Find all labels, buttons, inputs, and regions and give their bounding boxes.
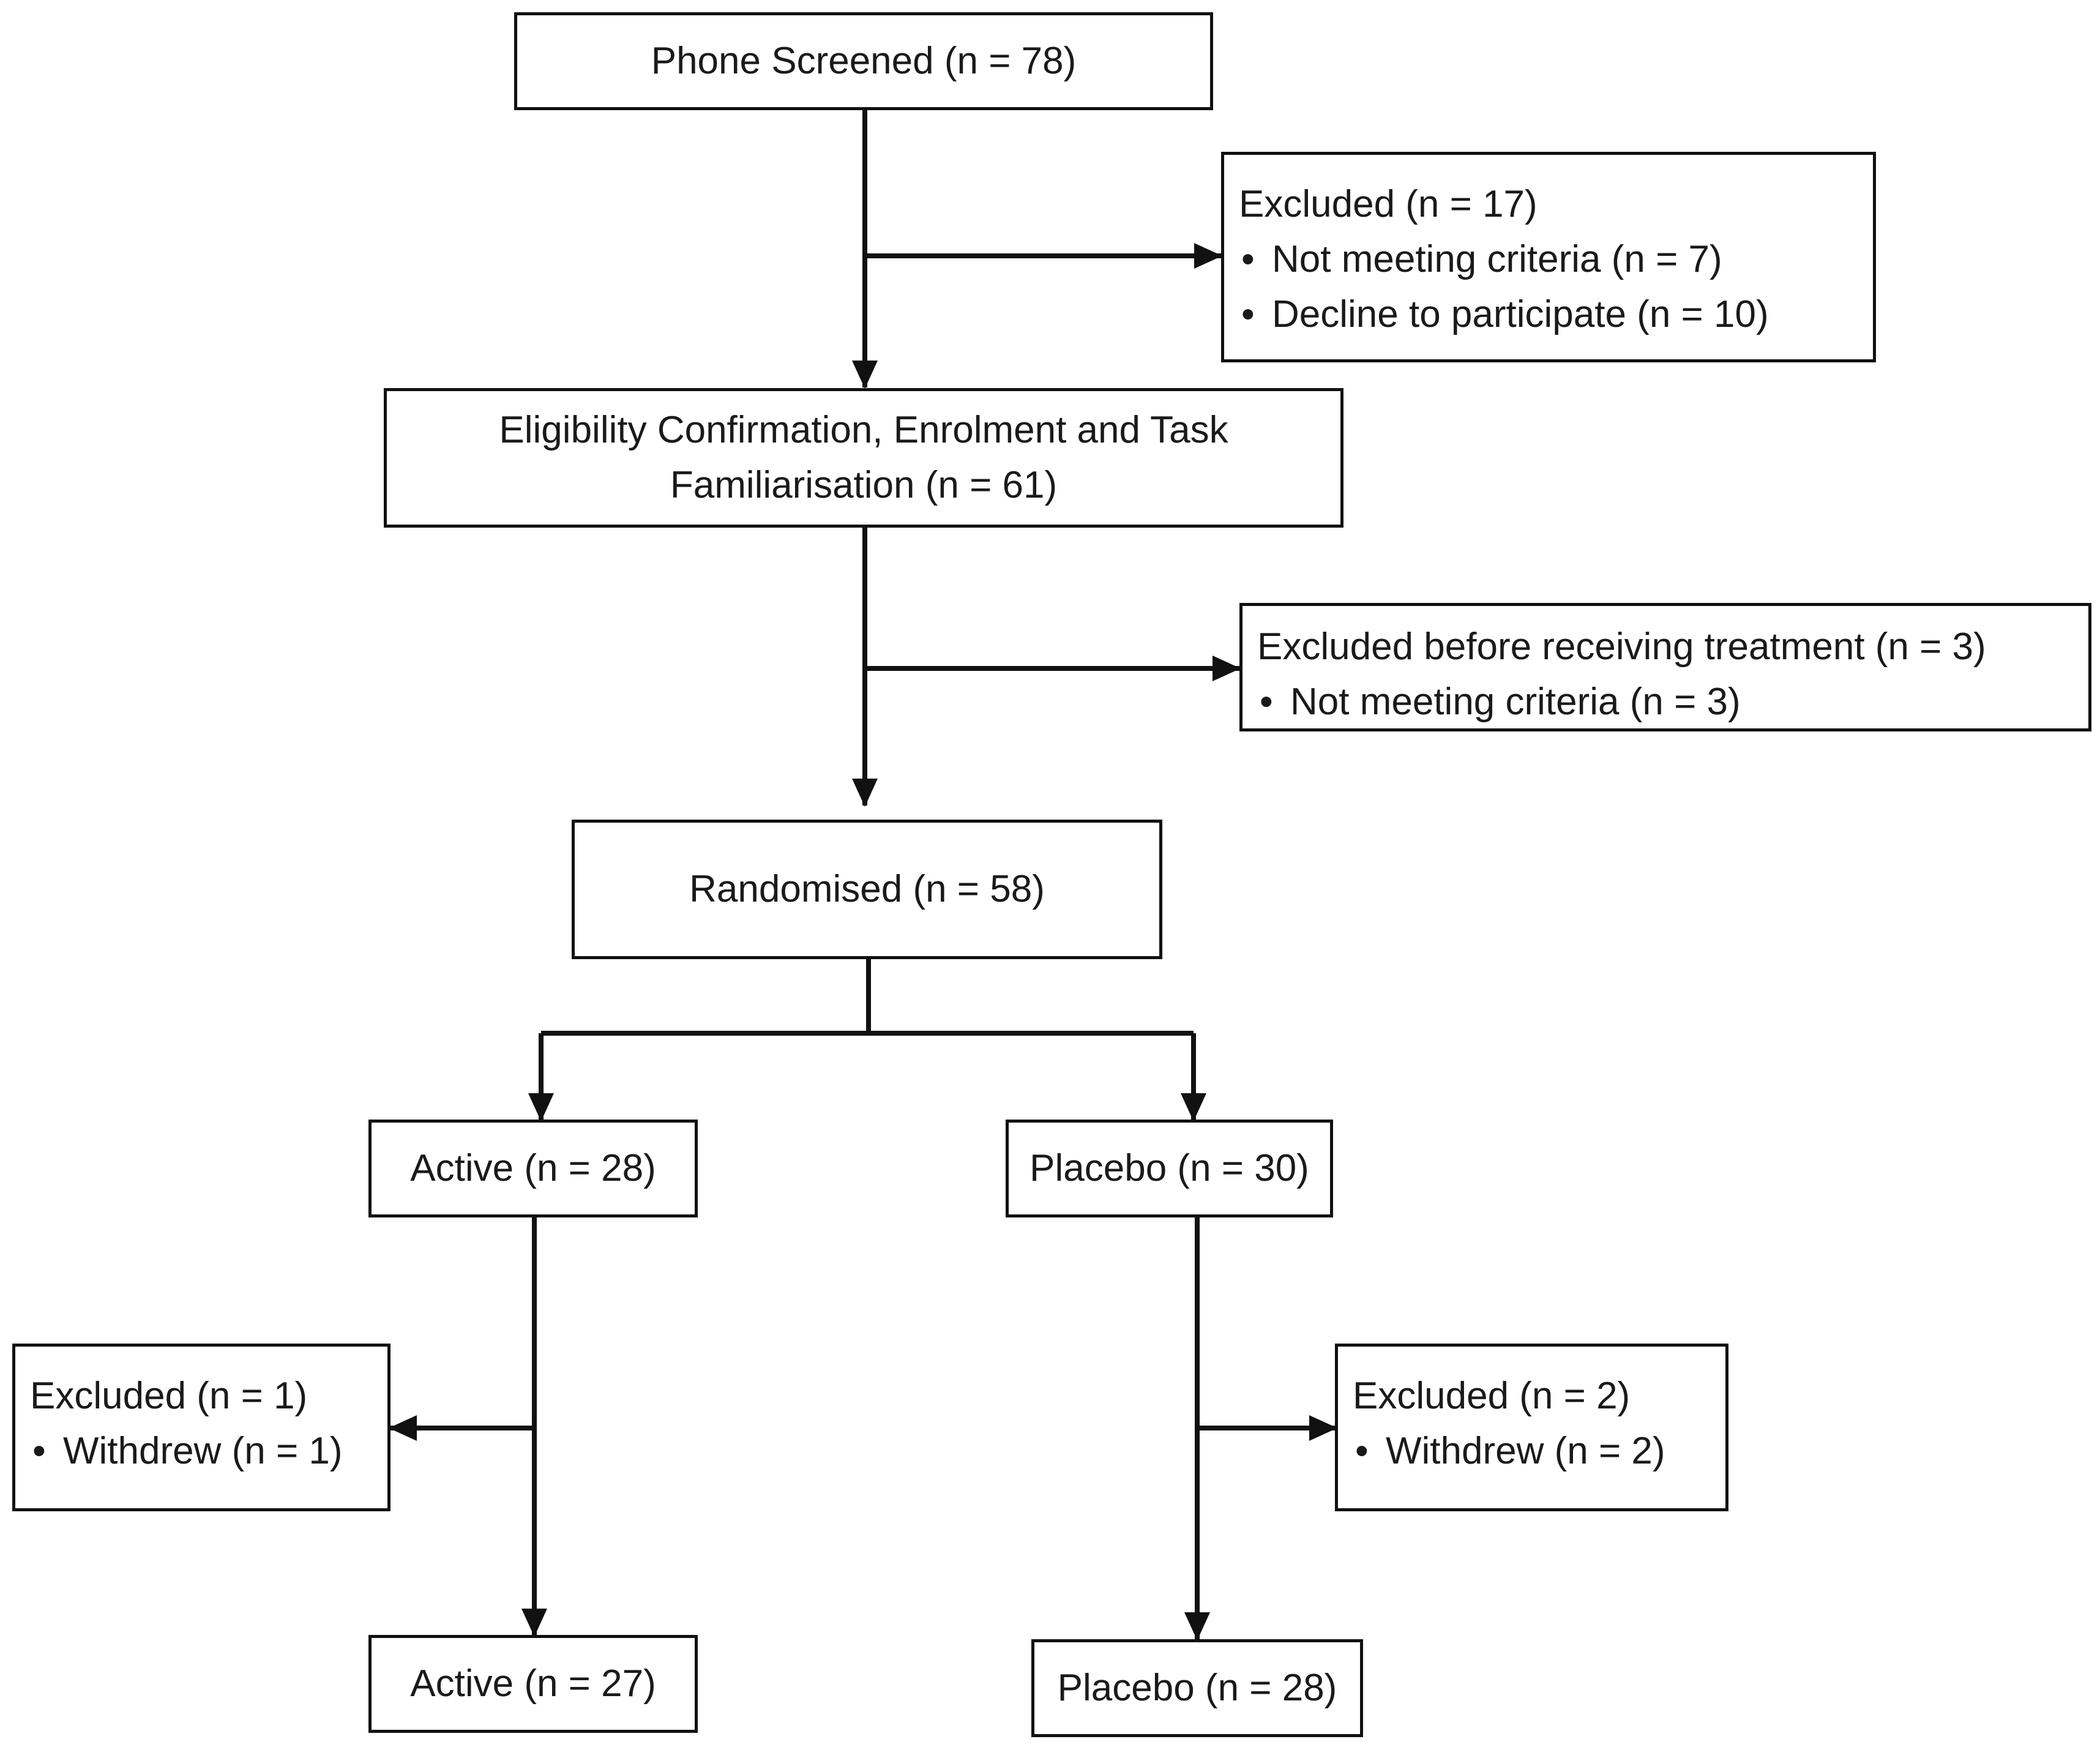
exclusion-reasons: Not meeting criteria (n = 7) Decline to … bbox=[1239, 232, 1873, 342]
node-label: Randomised (n = 58) bbox=[689, 868, 1045, 910]
node-label-line-2: Familiarisation (n = 61) bbox=[670, 464, 1058, 506]
exclusion-reasons: Not meeting criteria (n = 3) bbox=[1257, 675, 2088, 730]
list-item: Not meeting criteria (n = 3) bbox=[1257, 675, 2088, 730]
node-excluded-17: Excluded (n = 17) Not meeting criteria (… bbox=[1221, 152, 1876, 362]
node-eligibility-enrolment: Eligibility Confirmation, Enrolment and … bbox=[384, 388, 1343, 528]
node-label: Placebo (n = 28) bbox=[1057, 1667, 1337, 1709]
node-placebo-analysed: Placebo (n = 28) bbox=[1031, 1639, 1363, 1737]
node-phone-screened: Phone Screened (n = 78) bbox=[514, 12, 1213, 110]
node-label: Active (n = 28) bbox=[410, 1147, 656, 1189]
list-item: Decline to participate (n = 10) bbox=[1239, 287, 1873, 342]
node-active-allocated: Active (n = 28) bbox=[368, 1120, 698, 1217]
exclusion-reasons: Withdrew (n = 1) bbox=[30, 1424, 387, 1479]
node-excluded-before-treatment: Excluded before receiving treatment (n =… bbox=[1239, 603, 2091, 731]
list-item: Withdrew (n = 2) bbox=[1353, 1424, 1725, 1479]
list-item: Withdrew (n = 1) bbox=[30, 1424, 387, 1479]
list-item: Not meeting criteria (n = 7) bbox=[1239, 232, 1873, 287]
node-excluded-active: Excluded (n = 1) Withdrew (n = 1) bbox=[12, 1344, 390, 1511]
node-excluded-placebo: Excluded (n = 2) Withdrew (n = 2) bbox=[1335, 1344, 1728, 1511]
node-label-line-1: Eligibility Confirmation, Enrolment and … bbox=[499, 409, 1228, 451]
exclusion-reasons: Withdrew (n = 2) bbox=[1353, 1424, 1725, 1479]
node-title: Excluded (n = 1) bbox=[30, 1375, 308, 1417]
node-label: Active (n = 27) bbox=[410, 1662, 656, 1705]
node-label: Phone Screened (n = 78) bbox=[651, 40, 1077, 82]
node-title: Excluded (n = 17) bbox=[1239, 183, 1538, 225]
node-title: Excluded (n = 2) bbox=[1353, 1375, 1631, 1417]
node-title: Excluded before receiving treatment (n =… bbox=[1257, 626, 1986, 668]
node-randomised: Randomised (n = 58) bbox=[572, 820, 1162, 959]
node-active-analysed: Active (n = 27) bbox=[368, 1635, 698, 1733]
node-label: Placebo (n = 30) bbox=[1029, 1147, 1309, 1189]
node-placebo-allocated: Placebo (n = 30) bbox=[1006, 1120, 1333, 1217]
